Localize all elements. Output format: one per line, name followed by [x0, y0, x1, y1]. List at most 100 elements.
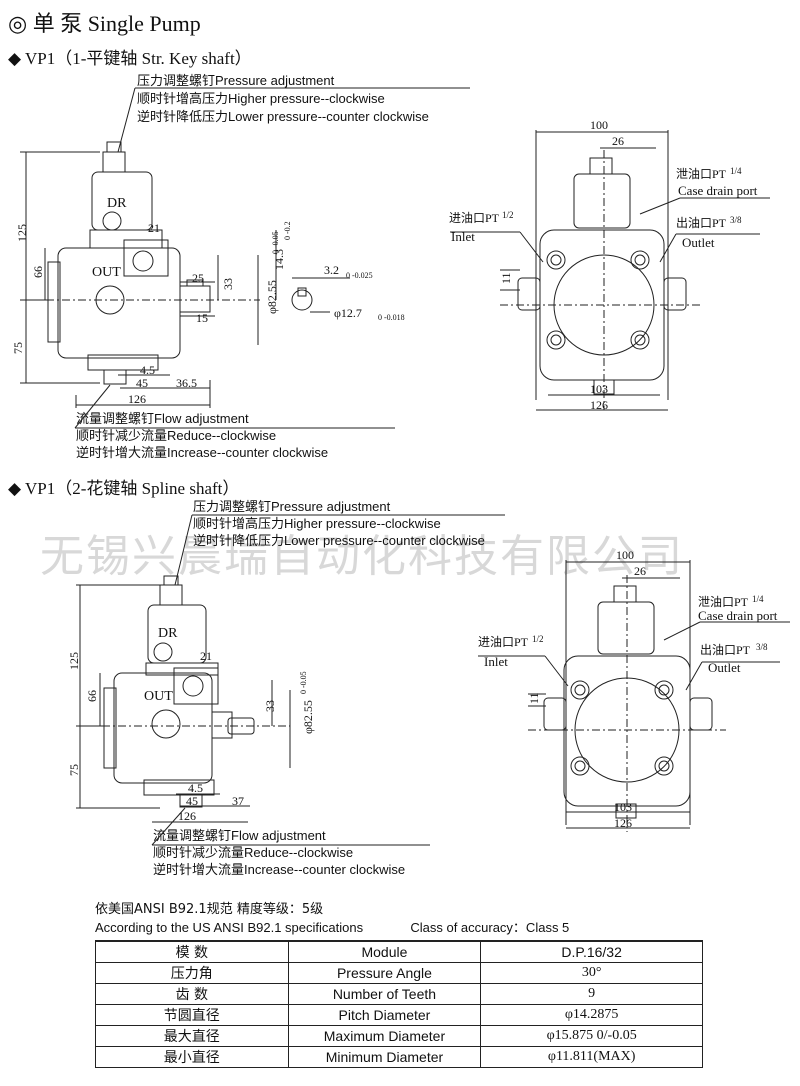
outlet-port-label: 出油口PT	[700, 643, 751, 657]
pressure-note-line: 逆时针降低压力Lower pressure--counter clockwise	[137, 109, 429, 124]
dim-45: 45	[136, 376, 148, 390]
dim-125: 125	[15, 224, 29, 242]
spec-accuracy-en: Class of accuracy：Class 5	[410, 920, 570, 935]
side-view-1	[20, 87, 470, 429]
dim-100: 100	[616, 548, 634, 562]
outlet-port-en: Outlet	[708, 660, 741, 675]
page-title: ◎ 单 泵 Single Pump	[8, 11, 201, 36]
spec-block: 依美国ANSI B92.1规范 精度等级：5级 According to the…	[95, 898, 569, 936]
dim-14-3: 14.3	[272, 249, 286, 270]
pressure-note-line: 顺时针增高压力Higher pressure--clockwise	[193, 516, 441, 531]
drain-port-label: 泄油口PT	[698, 595, 749, 609]
dim-3-2: 3.2	[324, 263, 339, 277]
dim-11: 11	[527, 692, 541, 704]
dim-25: 25	[192, 271, 204, 285]
front-view-2	[478, 560, 790, 832]
front-view-1-labels: 100 26 11 103 126 泄油口PT 1/4 Case drain p…	[449, 118, 758, 412]
dim-33: 33	[221, 278, 235, 290]
table-cell-value: 9	[480, 983, 703, 1005]
drain-port-en: Case drain port	[678, 183, 758, 198]
table-cell-value: φ11.811(MAX)	[480, 1046, 703, 1068]
table-cell-cn: 齿 数	[95, 983, 289, 1005]
dim-phi-82-55: φ82.55	[265, 280, 279, 314]
inlet-port-en: Inlet	[451, 229, 475, 244]
dim-103: 103	[590, 382, 608, 396]
pressure-note-line: 压力调整螺钉Pressure adjustment	[193, 499, 391, 514]
drain-port-en: Case drain port	[698, 608, 778, 623]
spline-spec-table: 模 数 Module D.P.16/32 压力角 Pressure Angle …	[95, 940, 703, 1068]
dim-103: 103	[614, 800, 632, 814]
dim-26: 26	[612, 134, 624, 148]
pump-drawings: DR OUT 125 66 75 21 25 33 15 4.5 45 36.5…	[11, 87, 790, 846]
watermark: 无锡兴晨瑞自动化科技有限公司	[40, 531, 684, 582]
dim-phi-12-7-tol: 0 -0.018	[378, 313, 405, 322]
table-row: 最大直径 Maximum Diameter φ15.875 0/-0.05	[95, 1025, 703, 1047]
dim-126-front: 126	[590, 398, 608, 412]
dim-66: 66	[85, 690, 99, 702]
spec-standard-en: According to the US ANSI B92.1 specifica…	[95, 920, 364, 935]
section-1-heading: ◆ VP1（1-平键轴 Str. Key shaft）	[8, 49, 252, 68]
flow-note-line: 逆时针增大流量Increase--counter clockwise	[153, 862, 406, 877]
dr-port-label: DR	[158, 626, 178, 641]
pressure-note-line: 顺时针增高压力Higher pressure--clockwise	[137, 91, 385, 106]
outlet-port-label: 出油口PT	[676, 216, 727, 230]
flow-note-line: 顺时针减少流量Reduce--clockwise	[76, 428, 277, 443]
dim-11: 11	[499, 272, 513, 284]
table-cell-cn: 节圆直径	[95, 1004, 289, 1026]
dim-phi-82-55-tol: 0 -0.05	[299, 671, 308, 694]
dim-4-5: 4.5	[140, 363, 155, 377]
side-view-2-labels: DR OUT 125 66 75 21 33 4.5 45 37 126 φ82…	[67, 626, 315, 823]
dim-21: 21	[148, 221, 160, 235]
table-cell-cn: 最小直径	[95, 1046, 289, 1068]
table-row: 最小直径 Minimum Diameter φ11.811(MAX)	[95, 1046, 703, 1068]
spec-line-en: According to the US ANSI B92.1 specifica…	[95, 917, 569, 936]
dim-100: 100	[590, 118, 608, 132]
front-view-1	[450, 130, 770, 411]
outlet-port-frac: 3/8	[756, 642, 768, 652]
table-cell-en: Module	[287, 940, 482, 963]
table-cell-cn: 压力角	[95, 962, 289, 984]
flow-note-line: 顺时针减少流量Reduce--clockwise	[153, 845, 354, 860]
out-port-label: OUT	[92, 265, 121, 280]
table-cell-en: Minimum Diameter	[287, 1046, 482, 1068]
table-cell-en: Maximum Diameter	[287, 1025, 482, 1047]
dim-26: 26	[634, 564, 646, 578]
table-row: 模 数 Module D.P.16/32	[95, 940, 703, 963]
out-port-label: OUT	[144, 689, 173, 704]
inlet-port-label: 进油口PT	[478, 635, 529, 649]
dr-port-label: DR	[107, 196, 127, 211]
dim-75: 75	[67, 764, 81, 776]
pressure-notes-2: 压力调整螺钉Pressure adjustment 顺时针增高压力Higher …	[193, 498, 485, 549]
table-row: 节圆直径 Pitch Diameter φ14.2875	[95, 1004, 703, 1026]
front-view-2-labels: 100 26 11 103 126 泄油口PT 1/4 Case drain p…	[478, 548, 778, 830]
drain-port-frac: 1/4	[752, 594, 764, 604]
dim-4-5: 4.5	[188, 781, 203, 795]
table-cell-value: D.P.16/32	[480, 940, 703, 963]
side-view-2	[76, 514, 505, 846]
pressure-notes-1: 压力调整螺钉Pressure adjustment 顺时针增高压力Higher …	[137, 72, 429, 126]
table-row: 齿 数 Number of Teeth 9	[95, 983, 703, 1005]
flow-notes-2: 流量调整螺钉Flow adjustment 顺时针减少流量Reduce--clo…	[153, 827, 405, 878]
side-view-1-labels: DR OUT 125 66 75 21 25 33 15 4.5 45 36.5…	[11, 196, 405, 406]
dim-21: 21	[200, 649, 212, 663]
dim-phi-12-7: φ12.7	[334, 306, 362, 320]
table-cell-value: φ15.875 0/-0.05	[480, 1025, 703, 1047]
dim-36-5: 36.5	[176, 376, 197, 390]
dim-126: 126	[178, 809, 196, 823]
dim-phi-82-55-tol: 0 -0.05	[271, 231, 280, 254]
dim-75: 75	[11, 342, 25, 354]
dim-45: 45	[186, 794, 198, 808]
inlet-port-frac: 1/2	[532, 634, 544, 644]
inlet-port-frac: 1/2	[502, 210, 514, 220]
table-cell-en: Number of Teeth	[287, 983, 482, 1005]
dim-33: 33	[263, 700, 277, 712]
pressure-note-line: 压力调整螺钉Pressure adjustment	[137, 73, 335, 88]
dim-14-3-tol: 0 -0.2	[283, 221, 292, 240]
dim-phi-82-55: φ82.55	[301, 700, 315, 734]
flow-notes-1: 流量调整螺钉Flow adjustment 顺时针减少流量Reduce--clo…	[76, 410, 328, 461]
inlet-port-label: 进油口PT	[449, 211, 500, 225]
outlet-port-frac: 3/8	[730, 215, 742, 225]
section-2-heading: ◆ VP1（2-花键轴 Spline shaft）	[8, 479, 240, 498]
dim-125: 125	[67, 652, 81, 670]
dim-126: 126	[128, 392, 146, 406]
